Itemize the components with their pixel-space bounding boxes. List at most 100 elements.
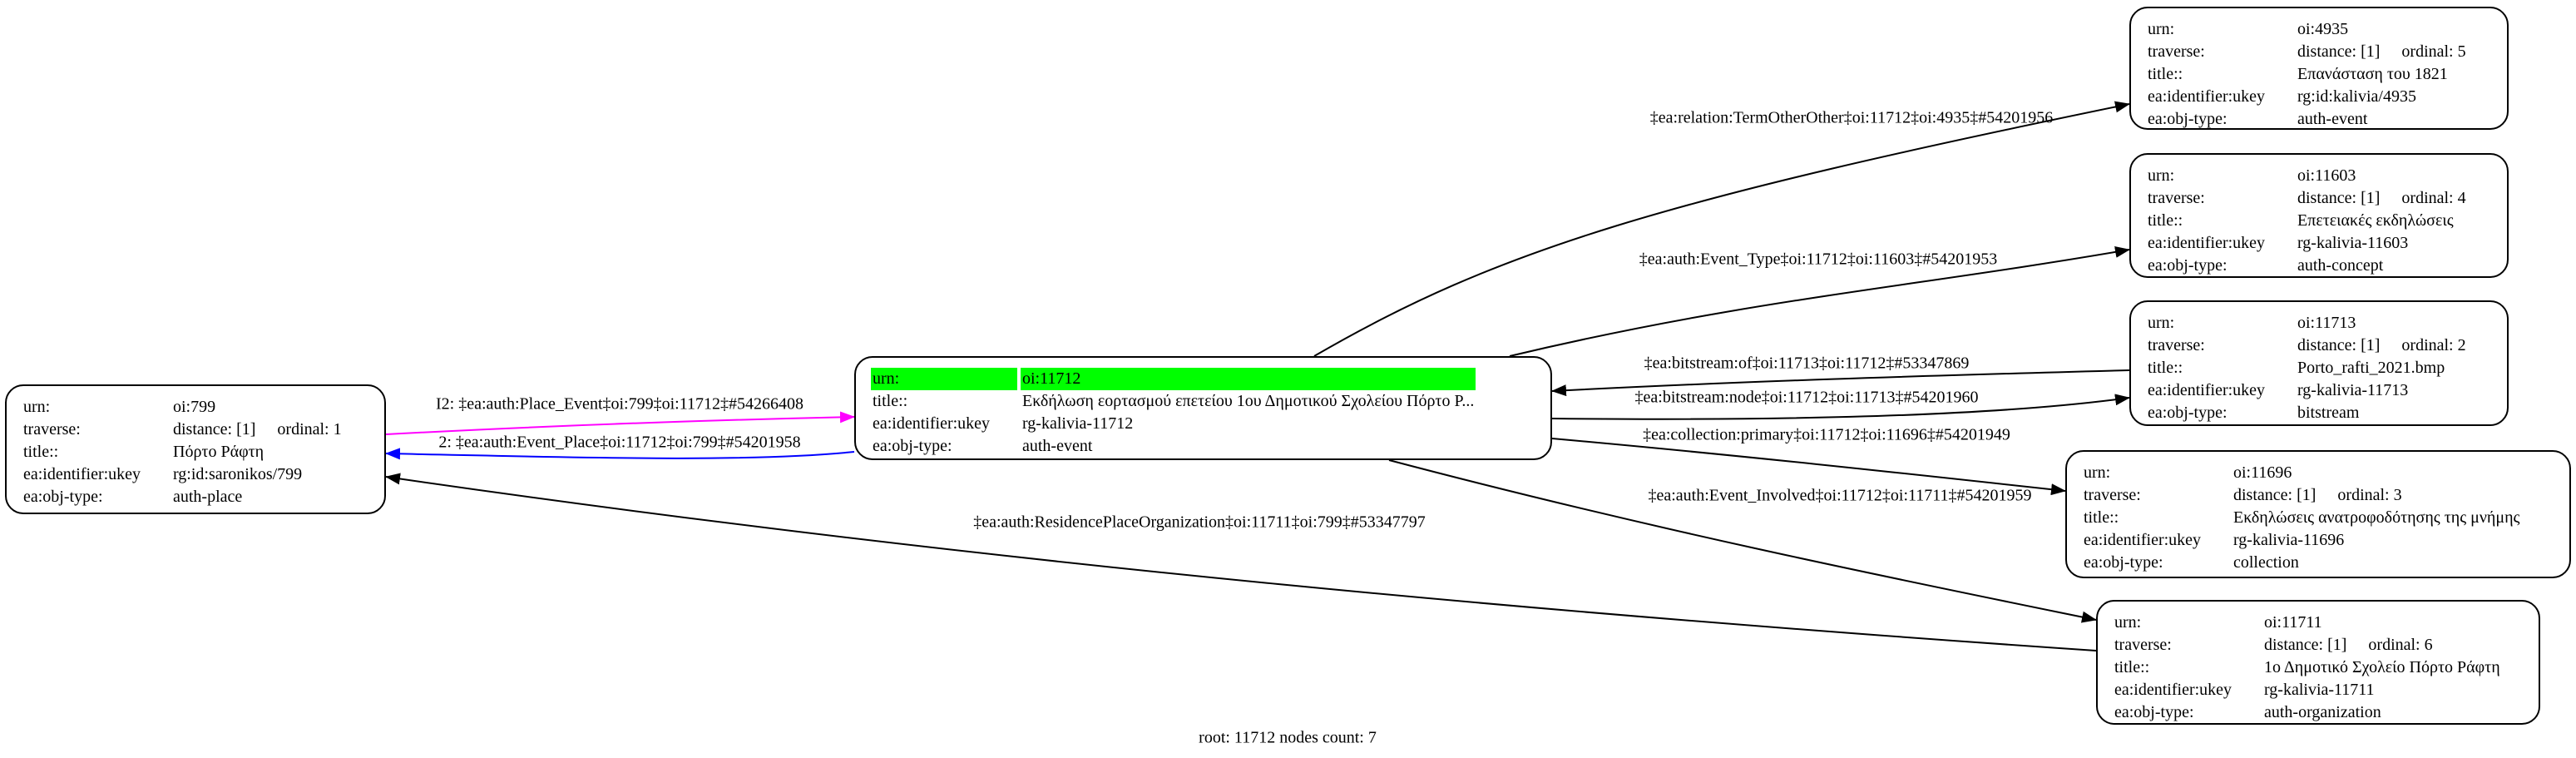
field-value-urn: oi:11711 xyxy=(2264,613,2322,632)
field-label: urn: xyxy=(2148,314,2175,332)
node-row-title: title::1ο Δημοτικό Σχολείο Πόρτο Ράφτη xyxy=(2113,656,2502,679)
node-row-ukey: ea:identifier:ukey rg-kalivia-11711 xyxy=(2113,679,2502,701)
field-value-ukey: rg-kalivia-11712 xyxy=(1022,414,1134,433)
field-label: traverse: xyxy=(2148,42,2205,61)
field-label: title:: xyxy=(2148,359,2183,377)
field-label: ea:identifier:ukey xyxy=(2148,87,2266,106)
field-label: ea:obj-type: xyxy=(2084,553,2163,572)
node-row-obj-type: ea:obj-type:bitstream xyxy=(2146,402,2468,424)
node-row-traverse: traverse: distance: [1] ordinal: 5 xyxy=(2146,41,2468,63)
traverse-distance: distance: [1] xyxy=(2297,42,2381,61)
node-row-urn: urn:oi:11696 xyxy=(2082,462,2521,484)
field-label: urn: xyxy=(871,368,1017,390)
field-label: ea:identifier:ukey xyxy=(2084,531,2202,549)
field-label: title:: xyxy=(23,443,59,461)
node-row-title: title::Επανάσταση του 1821 xyxy=(2146,63,2468,86)
traverse-ordinal: ordinal: 1 xyxy=(277,420,342,438)
graph-footer: root: 11712 nodes count: 7 xyxy=(1199,728,1377,747)
field-value-traverse: distance: [1]ordinal: 4 xyxy=(2296,187,2468,210)
node-row-urn: urn: oi:11713 xyxy=(2146,312,2468,334)
traverse-distance: distance: [1] xyxy=(2297,189,2381,207)
field-label: ea:identifier:ukey xyxy=(2114,681,2232,699)
edge-label-residence-place-org: ‡ea:auth:ResidencePlaceOrganization‡oi:1… xyxy=(973,513,1426,532)
node-row-ukey: ea:identifier:ukey rg-kalivia-11696 xyxy=(2082,529,2521,552)
field-value-obj-type: auth-organization xyxy=(2264,703,2381,721)
node-row-urn: urn:oi:4935 xyxy=(2146,18,2468,41)
field-value-urn: oi:11713 xyxy=(2297,314,2356,332)
field-label: ea:identifier:ukey xyxy=(2148,234,2266,252)
field-value-traverse: distance: [1] ordinal: 5 xyxy=(2296,41,2468,63)
node-row-obj-type: ea:obj-type:auth-organization xyxy=(2113,701,2502,724)
edge-residence-place-org xyxy=(385,473,2097,651)
field-label: ea:identifier:ukey xyxy=(23,465,141,483)
field-value-urn: oi:11603 xyxy=(2297,166,2356,185)
edge-bitstream-node xyxy=(1551,394,2130,420)
node-row-obj-type: ea:obj-type:collection xyxy=(2082,552,2521,574)
traverse-distance: distance: [1] xyxy=(2297,336,2381,354)
field-value-ukey: rg-kalivia-11603 xyxy=(2297,234,2409,252)
edge-label-event-type: ‡ea:auth:Event_Type‡oi:11712‡oi:11603‡#5… xyxy=(1639,250,1998,269)
field-label: urn: xyxy=(2084,463,2111,482)
edge-label-place-event: I2: ‡ea:auth:Place_Event‡oi:799‡oi:11712… xyxy=(436,394,803,414)
node-row-obj-type: ea:obj-type:auth-place xyxy=(22,486,344,508)
traverse-ordinal: ordinal: 6 xyxy=(2368,636,2433,654)
edge-label-relation-term: ‡ea:relation:TermOtherOther‡oi:11712‡oi:… xyxy=(1649,108,2054,127)
node-row-traverse: traverse:distance: [1]ordinal: 6 xyxy=(2113,634,2502,656)
edge-label-event-involved: ‡ea:auth:Event_Involved‡oi:11712‡oi:1171… xyxy=(1648,486,2032,505)
traverse-ordinal: ordinal: 5 xyxy=(2401,42,2466,61)
field-value-obj-type: auth-event xyxy=(1022,437,1093,455)
node-row-obj-type: ea:obj-type:auth-concept xyxy=(2146,255,2468,277)
field-label: urn: xyxy=(2114,613,2142,632)
node-row-obj-type: ea:obj-type:auth-event xyxy=(871,435,1476,458)
node-row-traverse: traverse:distance: [1]ordinal: 1 xyxy=(22,419,344,441)
field-value-traverse: distance: [1]ordinal: 3 xyxy=(2232,484,2521,507)
field-label: title:: xyxy=(2084,508,2119,527)
node-row-urn: urn: oi:11711 xyxy=(2113,612,2502,634)
node-row-title: title::Εκδήλωση εορτασμού επετείου 1ου Δ… xyxy=(871,390,1476,413)
node-row-title: title::Επετειακές εκδηλώσεις xyxy=(2146,210,2468,232)
field-value-urn: oi:799 xyxy=(173,398,216,416)
edge-bitstream-of xyxy=(1551,369,2130,397)
node-row-urn: urn:oi:11603 xyxy=(2146,165,2468,187)
node-row-traverse: traverse:distance: [1]ordinal: 4 xyxy=(2146,187,2468,210)
traverse-distance: distance: [1] xyxy=(2233,486,2316,504)
field-value-traverse: distance: [1]ordinal: 2 xyxy=(2296,334,2468,357)
field-value-ukey: rg-kalivia-11711 xyxy=(2264,681,2375,699)
node-row-title: title::Εκδηλώσεις ανατροφοδότησης της μν… xyxy=(2082,507,2521,529)
graph-node[interactable]: urn: oi:11711 traverse:distance: [1]ordina… xyxy=(2096,600,2540,725)
traverse-distance: distance: [1] xyxy=(173,420,256,438)
node-row-obj-type: ea:obj-type:auth-event xyxy=(2146,108,2468,131)
field-value-ukey: rg-kalivia-11696 xyxy=(2233,531,2345,549)
field-label: title:: xyxy=(2114,658,2150,676)
field-label: urn: xyxy=(23,398,51,416)
edge-label-collection-primary: ‡ea:collection:primary‡oi:11712‡oi:11696… xyxy=(1643,425,2010,444)
edge-label-bitstream-of: ‡ea:bitstream:of‡oi:11713‡oi:11712‡#5334… xyxy=(1644,354,1970,373)
node-row-title: title::Porto_rafti_2021.bmp xyxy=(2146,357,2468,379)
node-row-urn: urn:oi:11712 xyxy=(871,368,1476,390)
field-value-ukey: rg:id:kalivia/4935 xyxy=(2297,87,2416,106)
field-value-title: 1ο Δημοτικό Σχολείο Πόρτο Ράφτη xyxy=(2264,658,2500,676)
node-row-ukey: ea:identifier:ukey rg-kalivia-11603 xyxy=(2146,232,2468,255)
field-value-title: Επανάσταση του 1821 xyxy=(2297,65,2448,83)
field-label: title:: xyxy=(873,392,908,410)
edge-collection-primary xyxy=(1551,438,2066,496)
node-row-traverse: traverse:distance: [1]ordinal: 3 xyxy=(2082,484,2521,507)
edge-relation-term xyxy=(1313,101,2130,357)
field-value-obj-type: bitstream xyxy=(2297,404,2360,422)
node-row-urn: urn: oi:799 xyxy=(22,396,344,419)
field-label: title:: xyxy=(2148,65,2183,83)
